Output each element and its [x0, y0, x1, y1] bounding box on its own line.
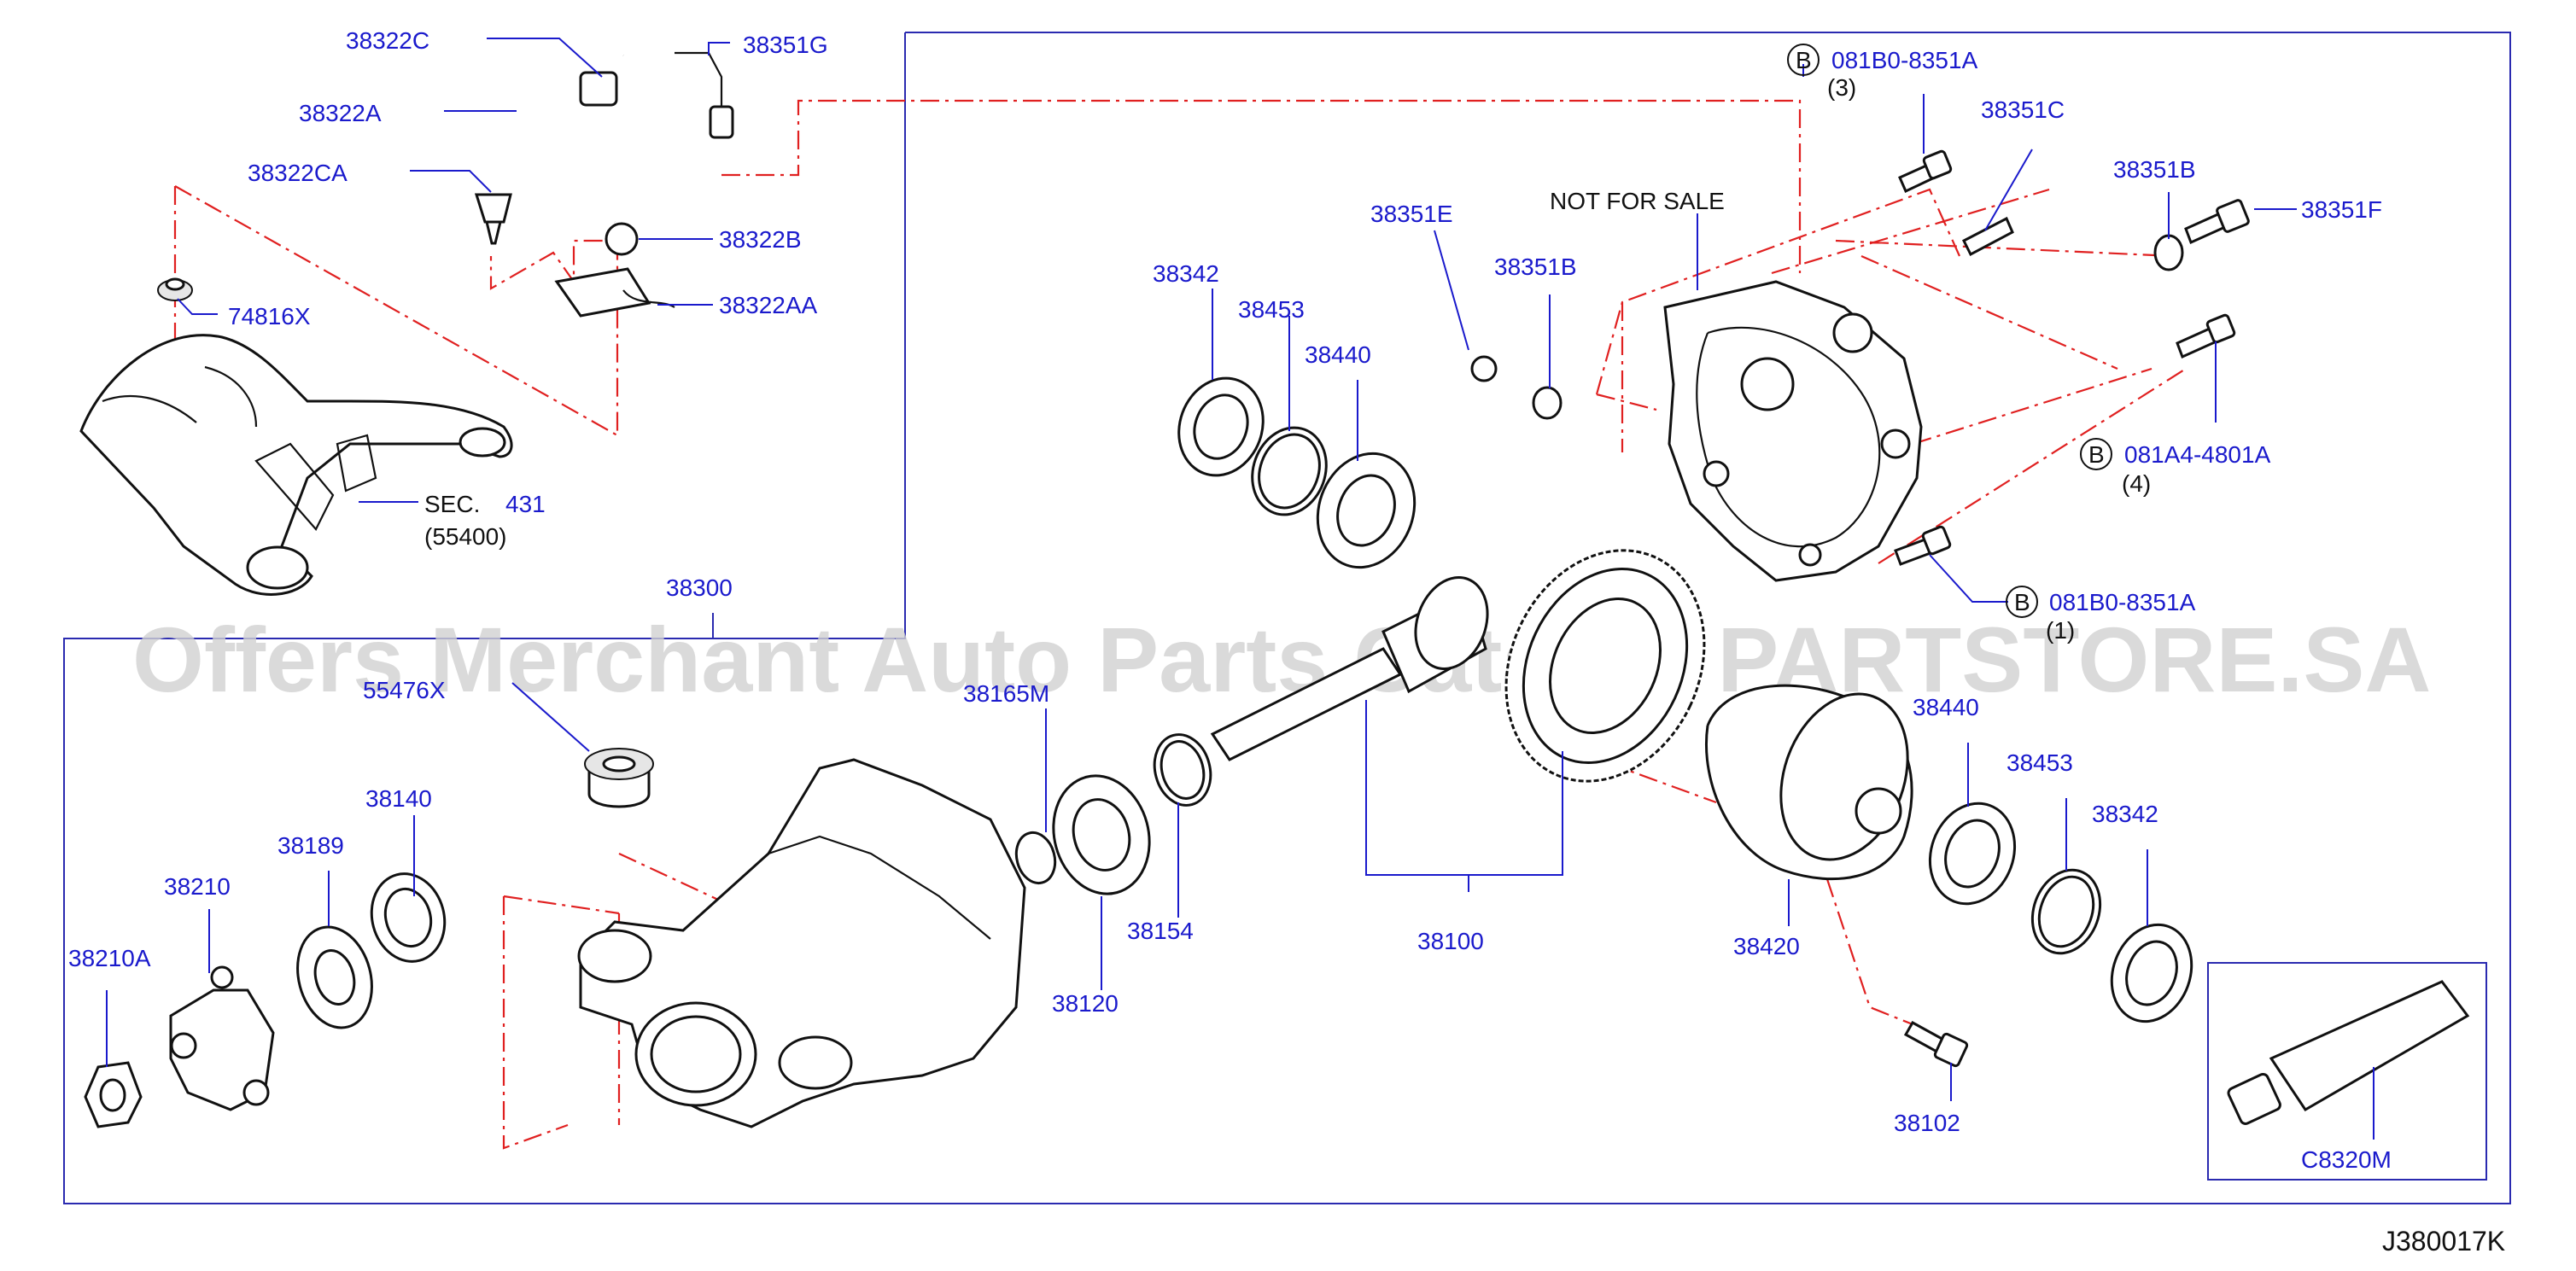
- sealant-box: [2207, 962, 2487, 1181]
- callout-38154[interactable]: 38154: [1127, 918, 1194, 944]
- callout-38322AA[interactable]: 38322AA: [719, 292, 818, 318]
- watermark: Offers Merchant Auto Parts Catalog PARTS…: [132, 608, 2431, 711]
- callout-38210A[interactable]: 38210A: [68, 945, 151, 971]
- pinion-bearing-front: [1014, 733, 1212, 895]
- qty-081A4: (4): [2122, 470, 2151, 497]
- callout-38140[interactable]: 38140: [365, 785, 432, 812]
- pinion-bearings-upper: [1177, 376, 1417, 569]
- sec-label: SEC.: [424, 491, 480, 517]
- callout-38351E[interactable]: 38351E: [1370, 201, 1453, 227]
- bolt-symbol-1: [1787, 44, 1820, 76]
- differential-case: [1705, 684, 1913, 881]
- bolt-symbol-1-text: B: [1796, 47, 1812, 73]
- callout-38342-lower[interactable]: 38342: [2092, 801, 2158, 827]
- sealant-tube: [2227, 980, 2470, 1125]
- bolt-symbol-2: [2080, 438, 2112, 470]
- callout-38165M[interactable]: 38165M: [963, 680, 1049, 707]
- callout-55476X[interactable]: 55476X: [363, 677, 446, 703]
- clip-and-grommet: [157, 193, 512, 301]
- callout-081B0-8351A-top[interactable]: 081B0-8351A: [1831, 47, 1978, 73]
- callout-38453-lower[interactable]: 38453: [2006, 749, 2073, 776]
- callout-labels: 38322C 38351G 38322A 38322CA 38322B 7481…: [68, 27, 2505, 1256]
- callout-38440-upper[interactable]: 38440: [1305, 341, 1371, 368]
- callout-38351B-right[interactable]: 38351B: [2113, 156, 2196, 183]
- callout-C8320M[interactable]: C8320M: [2301, 1146, 2392, 1173]
- callout-38120[interactable]: 38120: [1052, 990, 1119, 1017]
- gear-carrier: [577, 758, 1026, 1128]
- diagram-code: J380017K: [2382, 1226, 2505, 1256]
- bolt-symbol-2-text: B: [2088, 441, 2105, 468]
- not-for-sale: NOT FOR SALE: [1550, 188, 1725, 214]
- callout-38189[interactable]: 38189: [277, 832, 344, 859]
- callout-38322C[interactable]: 38322C: [346, 27, 429, 54]
- callout-38210[interactable]: 38210: [164, 873, 231, 900]
- side-bearings: [1928, 802, 2193, 1023]
- callout-38351B-left[interactable]: 38351B: [1494, 254, 1577, 280]
- callout-38100[interactable]: 38100: [1417, 928, 1484, 954]
- callout-38300[interactable]: 38300: [666, 574, 733, 601]
- bolt-symbol-3-text: B: [2014, 589, 2030, 615]
- rear-cover: [1663, 280, 1923, 582]
- cover-bolts: [1470, 149, 2250, 566]
- callout-38102[interactable]: 38102: [1894, 1110, 1960, 1136]
- callout-38453-upper[interactable]: 38453: [1238, 296, 1305, 323]
- qty-081B0-top: (3): [1827, 74, 1856, 101]
- ring-gear-bolt: [1903, 1020, 1969, 1068]
- callout-38420[interactable]: 38420: [1733, 933, 1800, 959]
- callout-38351F[interactable]: 38351F: [2301, 196, 2382, 223]
- qty-081B0-bottom: (1): [2046, 617, 2075, 644]
- drive-pinion-gear: [1210, 549, 1706, 783]
- callout-38351G[interactable]: 38351G: [743, 32, 828, 58]
- callout-38351C[interactable]: 38351C: [1981, 96, 2065, 123]
- mount-insulator: [584, 748, 654, 808]
- callout-081B0-8351A-bottom[interactable]: 081B0-8351A: [2049, 589, 2196, 615]
- callout-38322CA[interactable]: 38322CA: [248, 160, 348, 186]
- breather-hose: [512, 47, 734, 318]
- rear-subframe: [79, 334, 513, 596]
- bolt-symbol-3: [2006, 586, 2038, 618]
- sec-sub: (55400): [424, 523, 507, 550]
- callout-38342-upper[interactable]: 38342: [1153, 260, 1219, 287]
- callout-74816X[interactable]: 74816X: [228, 303, 311, 329]
- assembly-frame: [63, 32, 2511, 1204]
- leader-lines: [106, 38, 2374, 1140]
- callout-38322B[interactable]: 38322B: [719, 226, 802, 253]
- companion-flange: [84, 872, 447, 1128]
- callout-38440-lower[interactable]: 38440: [1913, 694, 1979, 720]
- callout-081A4-4801A[interactable]: 081A4-4801A: [2124, 441, 2271, 468]
- sec-number[interactable]: 431: [505, 491, 546, 517]
- callout-38322A[interactable]: 38322A: [299, 100, 382, 126]
